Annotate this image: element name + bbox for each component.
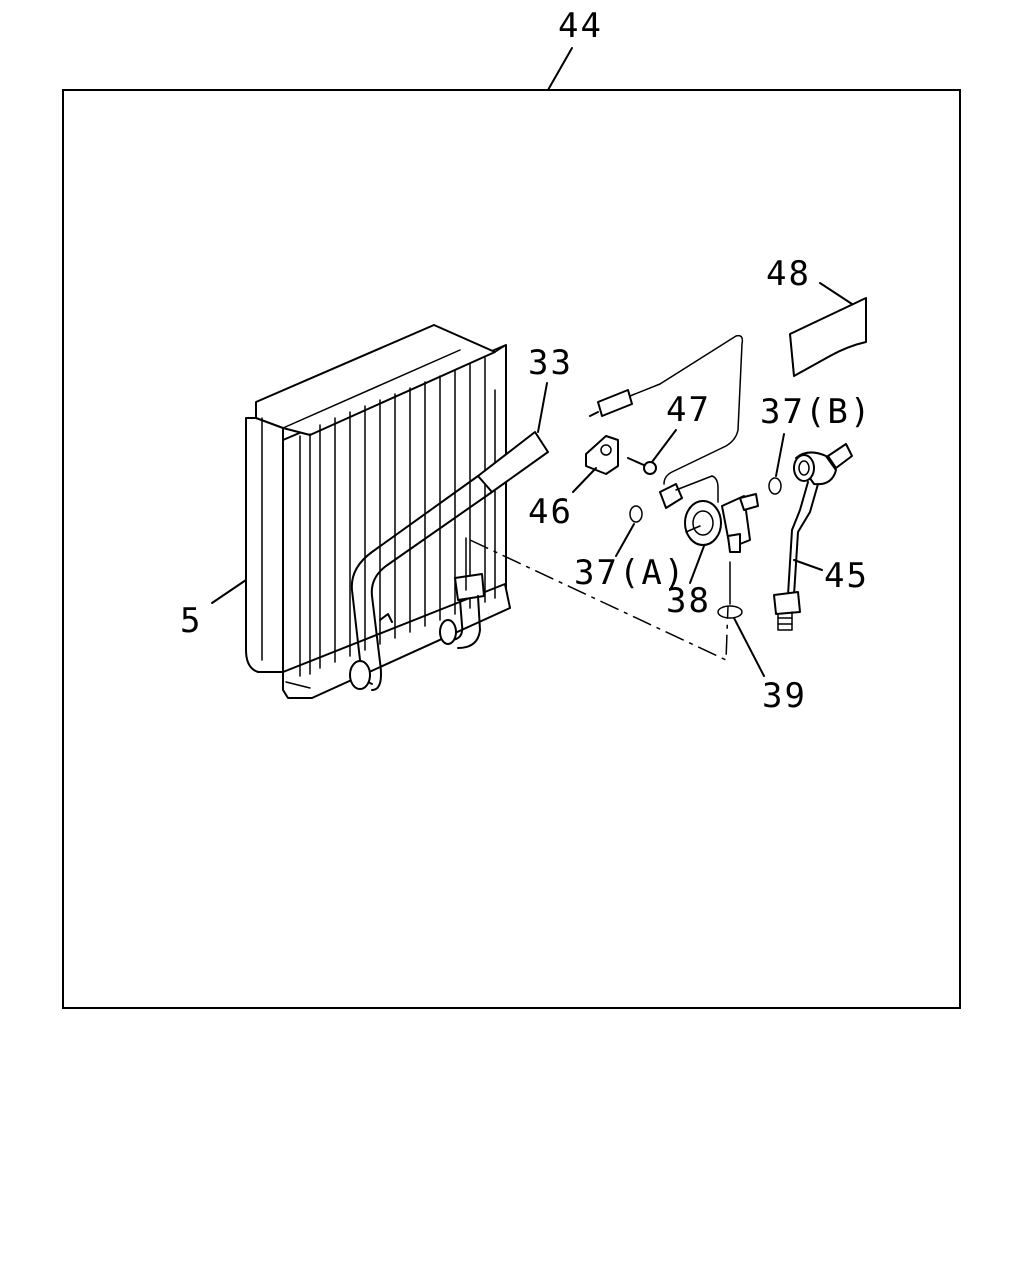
callout-38: 38 xyxy=(666,581,711,621)
callout-45: 45 xyxy=(824,556,869,596)
leader-46 xyxy=(572,467,597,493)
leader-47 xyxy=(651,429,677,463)
callout-44: 44 xyxy=(558,6,603,46)
assembly-frame xyxy=(62,89,961,1009)
o-ring-b xyxy=(768,477,782,495)
o-ring-39 xyxy=(717,605,743,619)
suction-pipe xyxy=(349,431,549,691)
liquid-pipe xyxy=(439,573,485,649)
leader-38 xyxy=(689,545,705,584)
callout-48: 48 xyxy=(766,254,811,294)
callout-33: 33 xyxy=(528,343,573,383)
thermo-sensor xyxy=(589,334,744,485)
callout-5: 5 xyxy=(180,601,202,641)
screw xyxy=(627,457,657,475)
leader-45 xyxy=(793,559,823,571)
callout-39: 39 xyxy=(762,676,807,716)
leader-5 xyxy=(211,579,247,604)
insulator-pad xyxy=(789,297,867,377)
o-ring-a xyxy=(629,505,643,523)
callout-37b: 37(B) xyxy=(760,392,872,432)
outlet-pipe xyxy=(773,443,853,631)
callout-46: 46 xyxy=(528,492,573,532)
callout-47: 47 xyxy=(666,390,711,430)
leader-37a xyxy=(615,523,635,557)
expansion-valve xyxy=(659,475,759,553)
leader-44 xyxy=(547,47,573,91)
leader-33 xyxy=(537,382,548,433)
leader-48 xyxy=(819,282,853,305)
leader-39 xyxy=(733,617,765,677)
sensor-holder xyxy=(585,435,619,475)
callout-37a: 37(A) xyxy=(574,553,686,593)
leader-37b xyxy=(775,433,785,477)
